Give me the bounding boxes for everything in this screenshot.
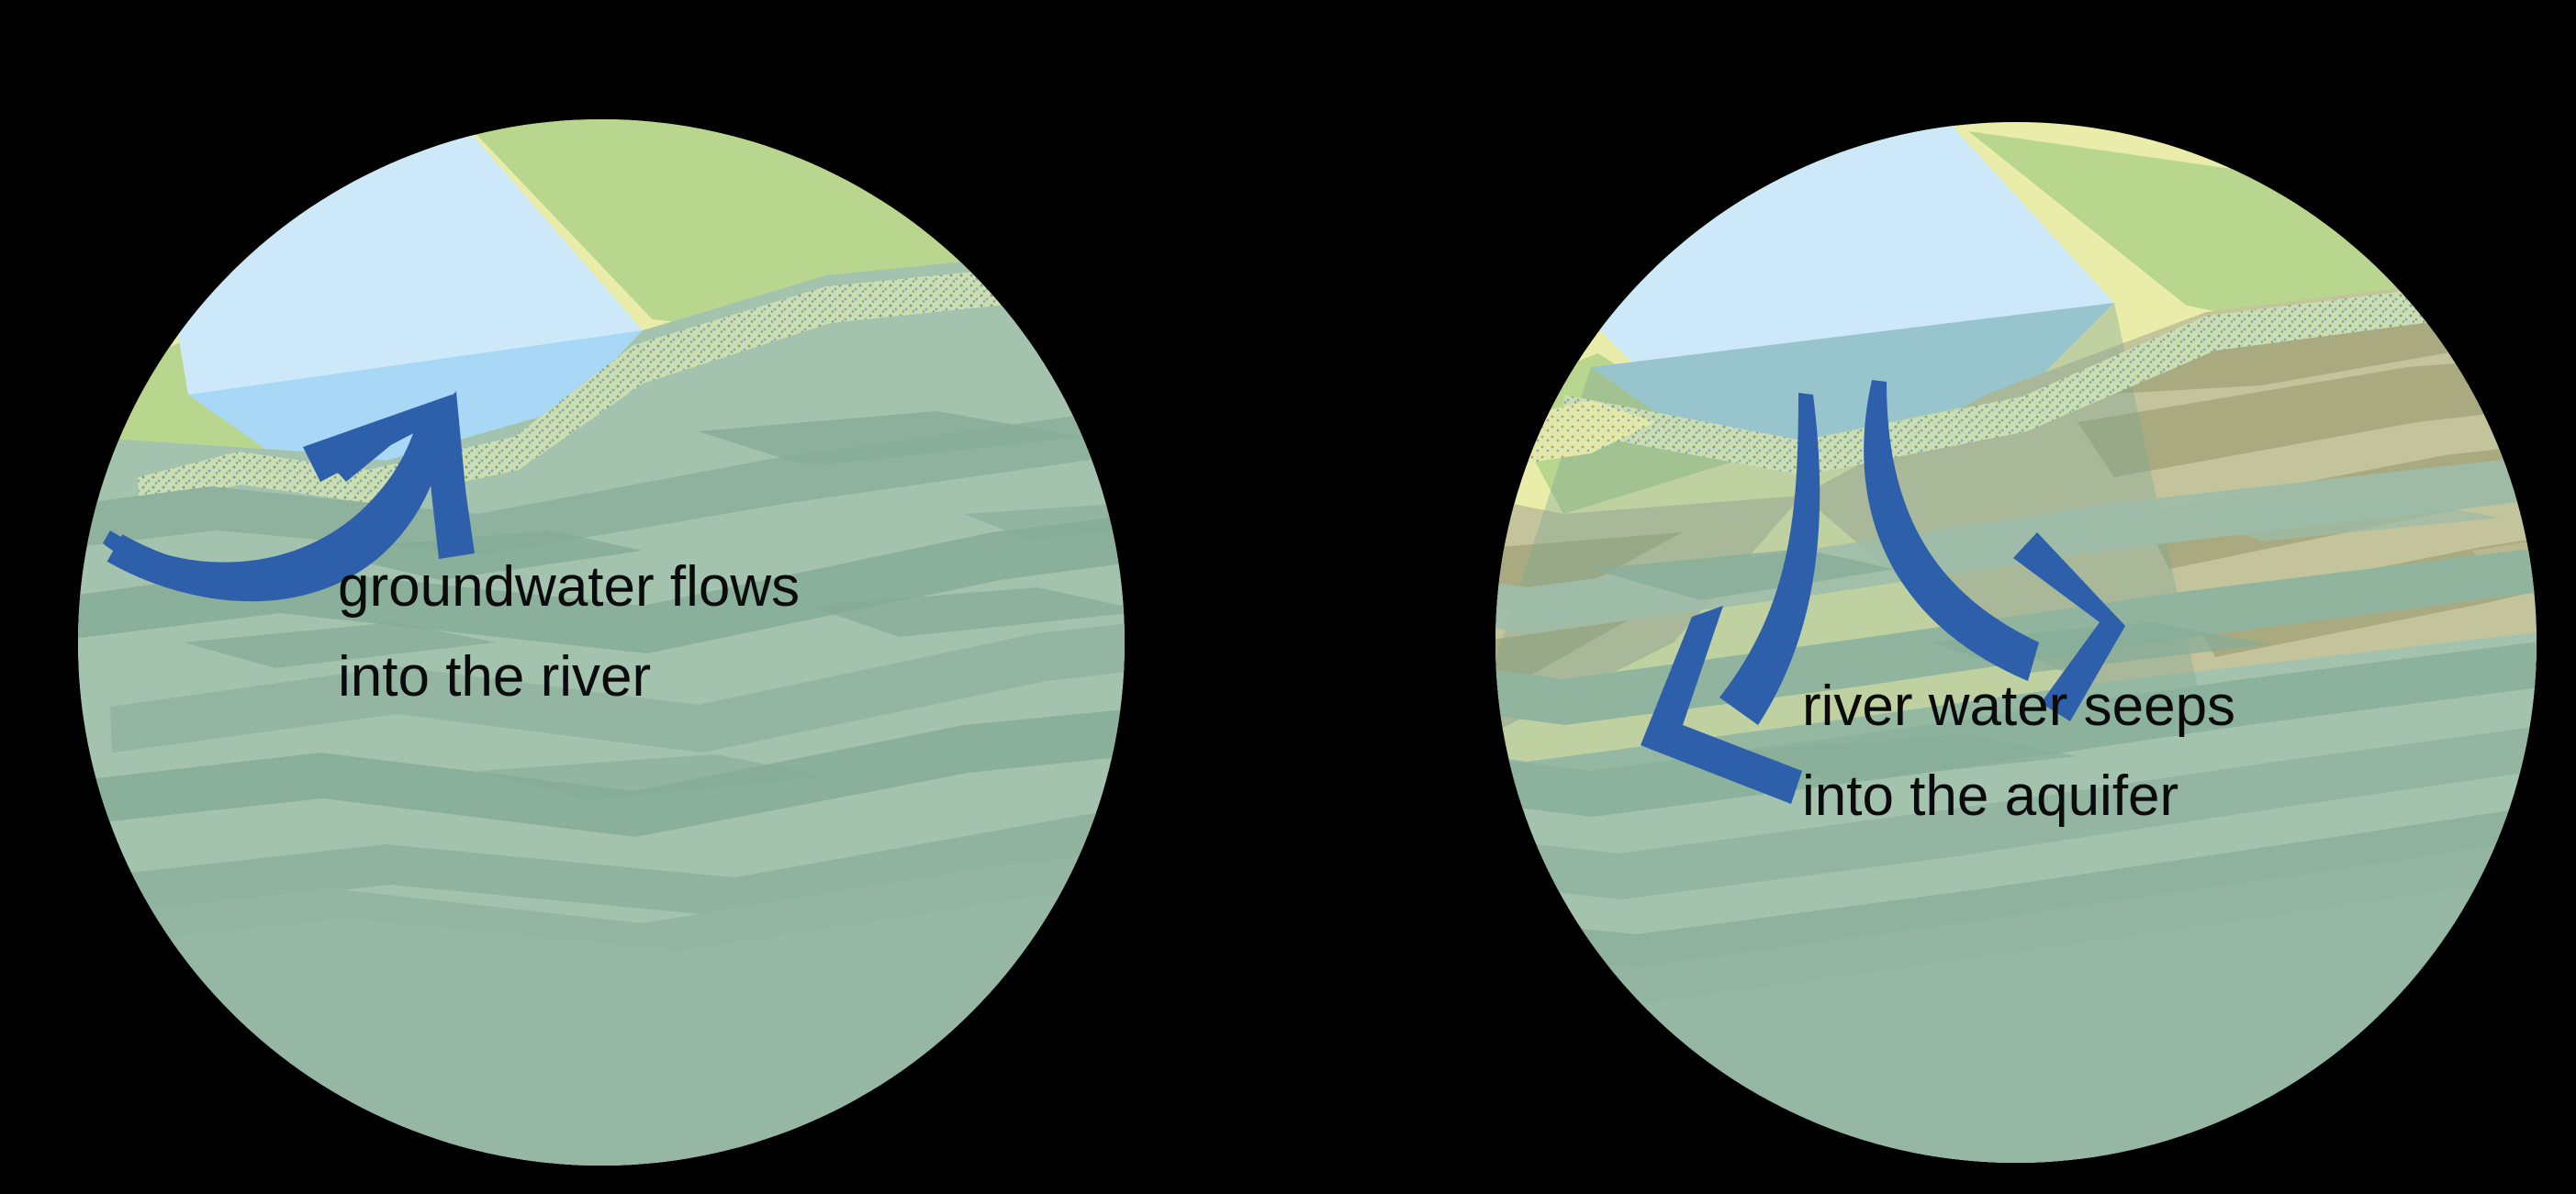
caption-line-1: groundwater flows (338, 555, 800, 619)
river-seepage-arrow-right (1864, 380, 2125, 721)
inflow-arrow-shaft (103, 420, 447, 585)
river-near-bank-water (1591, 303, 2114, 441)
river-near-bank-water (188, 330, 643, 461)
caption-line-2: into the river (338, 645, 651, 709)
caption-line-2: into the aquifer (1802, 764, 2178, 828)
deep-clast (1511, 921, 1524, 933)
gravel-bank-band (138, 240, 1125, 507)
caption-line-1: river water seeps (1802, 675, 2235, 738)
aquifer-strata-group (78, 385, 1125, 921)
panel-losing-stream: river water seeps into the aquifer (1288, 0, 2576, 1194)
aquifer-strata-group (1495, 452, 2537, 978)
inflow-arrow-head (303, 395, 475, 559)
river-seepage-arrow-left (1641, 393, 1820, 804)
deep-clast (130, 910, 145, 925)
losing-stream-illustration: river water seeps into the aquifer (1495, 122, 2537, 1163)
panel-gaining-stream: groundwater flows into the river (78, 119, 1125, 1166)
gravel-bank-band (1563, 270, 2537, 475)
gravel-bank-left (1495, 400, 1655, 477)
gaining-stream-illustration: groundwater flows into the river (78, 119, 1125, 1166)
